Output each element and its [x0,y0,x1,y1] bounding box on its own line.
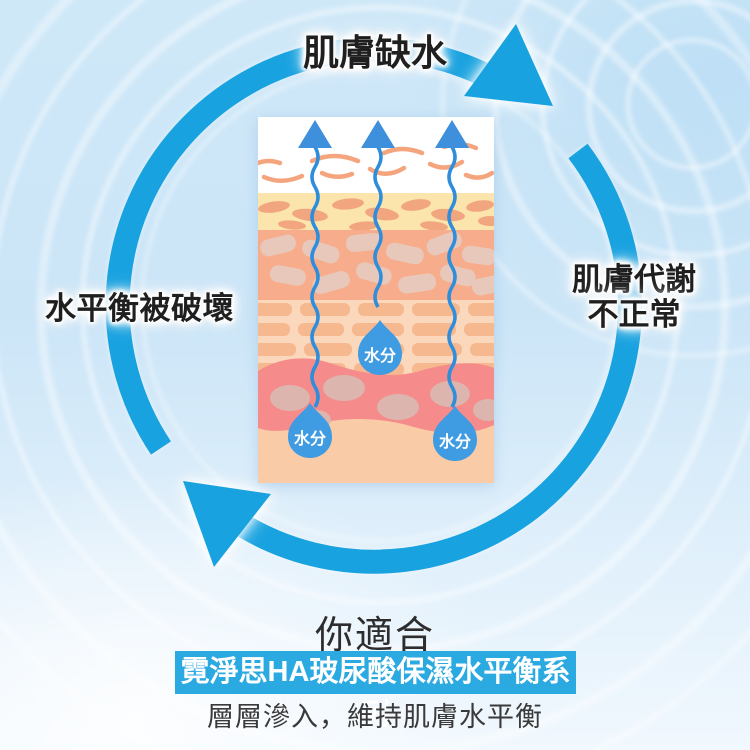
water-drop-icon [433,406,477,461]
product-series-banner: 霓淨思HA玻尿酸保濕水平衡系列 [175,651,576,731]
up-arrow-icon [361,120,395,148]
cycle-arrowhead-bottomleft-icon [183,481,271,567]
cycle-arrowhead-topright-icon [464,24,553,106]
footer-lead-text: 你適合 [314,615,435,657]
cycle-label-metabolism: 肌膚代謝 不正常 [568,262,700,332]
water-drop-icon [358,320,402,375]
moisture-label: 水分 [439,432,471,451]
moisture-label: 水分 [294,429,326,448]
product-series-name: 霓淨思HA玻尿酸保濕水平衡系列 [180,656,571,731]
skin-layers-illustration: 水分 水分 水分 [258,117,494,483]
cycle-label-balance-destroyed: 水平衡被破壞 [45,291,234,326]
up-arrow-icon [435,120,469,148]
moisture-escape-lines [298,120,469,408]
cycle-label-dehydration: 肌膚缺水 [302,32,448,73]
cycle-arc-right-bottom [227,143,642,574]
cycle-label-metabolism-line1: 肌膚代謝 [572,262,696,297]
cycle-arc-left-top [105,37,499,455]
cycle-label-metabolism-line2: 不正常 [587,297,681,332]
footer-subtitle-text: 層層滲入，維持肌膚水平衡 [207,702,543,732]
up-arrow-icon [298,120,332,148]
water-drops: 水分 水分 水分 [288,320,477,461]
moisture-label: 水分 [364,346,396,365]
water-drop-icon [288,403,332,458]
skin-cross-section-card: 水分 水分 水分 [258,117,494,483]
